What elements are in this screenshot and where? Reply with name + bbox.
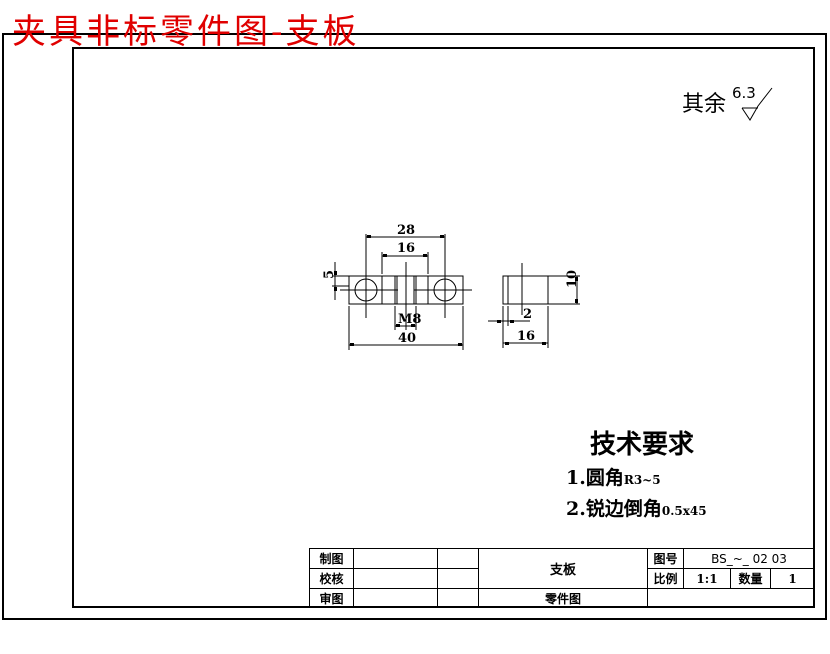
item-number: 2.: [566, 498, 586, 520]
label-drafter: 制图: [319, 552, 344, 566]
tech-requirements-title: 技术要求: [590, 430, 695, 460]
item-spec: 0.5x45: [661, 504, 707, 518]
tech-requirement-1: 1.圆角R3~5: [566, 463, 661, 490]
label-reviewer: 审图: [319, 591, 344, 606]
label-checker: 校核: [319, 572, 344, 586]
dimension-arrows: [334, 235, 462, 346]
qty-label: 数量: [738, 572, 763, 586]
part-name: 支板: [549, 563, 576, 578]
checker-date: [438, 569, 478, 588]
dim-28: 28: [397, 223, 415, 238]
dim-5: 5: [322, 270, 337, 279]
drawing-number: BS_~_ 02 03: [711, 551, 787, 566]
side-view: [488, 263, 580, 348]
dim-40: 40: [398, 331, 416, 346]
item-spec: R3~5: [623, 473, 661, 487]
side-dimension-arrows: [497, 277, 578, 345]
dim-16-side: 16: [517, 329, 535, 344]
surface-finish-value: 6.3: [732, 84, 756, 102]
dim-m8: M8: [398, 312, 421, 327]
checker-name: [354, 569, 437, 588]
item-text: 锐边倒角: [585, 498, 662, 520]
drawing-title: 夹具非标零件图-支板: [12, 12, 360, 52]
item-text: 圆角: [585, 467, 624, 489]
tech-requirement-2: 2.锐边倒角0.5x45: [566, 494, 707, 521]
drafter-date: [438, 549, 478, 568]
roughness-symbol-icon: [741, 87, 773, 121]
scale-label: 比例: [653, 572, 678, 586]
dim-16-front: 16: [397, 241, 415, 256]
title-block-grid: [309, 548, 815, 608]
front-view: [332, 234, 472, 350]
drafter-name: [354, 549, 437, 568]
dim-2: 2: [523, 307, 532, 322]
dim-10: 10: [565, 270, 580, 288]
surface-finish-label: 其余: [682, 92, 727, 117]
qty-value: 1: [788, 571, 797, 586]
reviewer-name: [354, 589, 437, 607]
scale-value: 1:1: [696, 571, 718, 586]
item-number: 1.: [566, 467, 586, 489]
outer-frame: [2, 33, 827, 620]
drawing-type: 零件图: [544, 591, 581, 606]
drawing-no-label: 图号: [653, 552, 678, 566]
reviewer-date: [438, 589, 478, 607]
